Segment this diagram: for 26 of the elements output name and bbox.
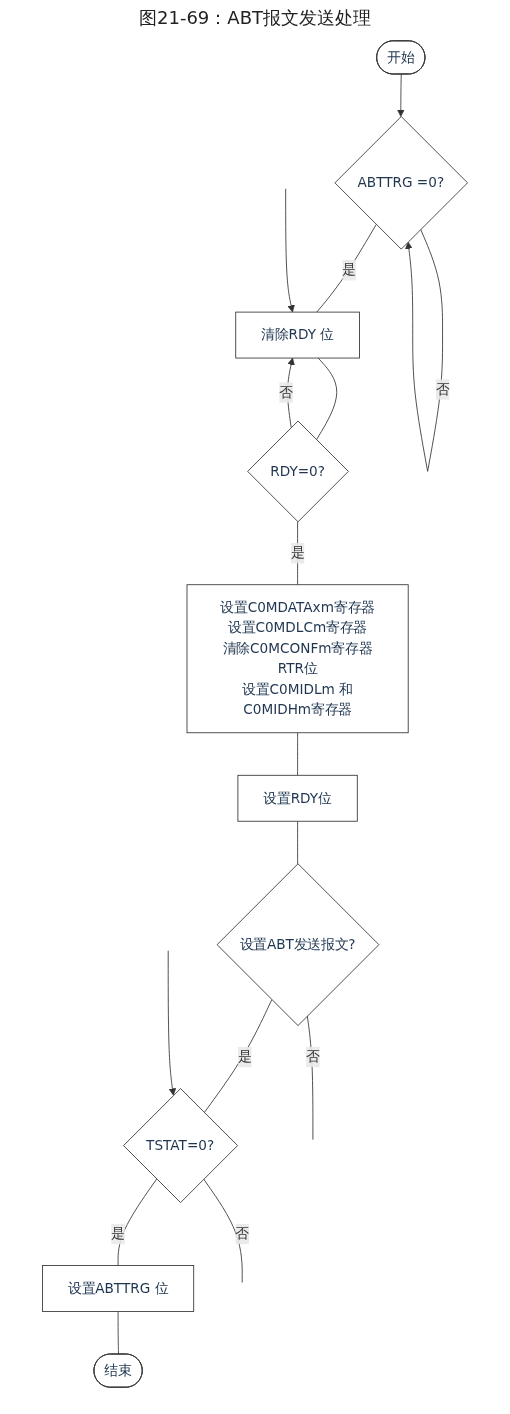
node-box: 设置C0MDATAxm寄存器 设置C0MDLCm寄存器 清除C0MCONFm寄存器RTR位 设置C0MIDLm 和C0MIDHm寄存器 bbox=[186, 584, 409, 734]
node-diamond: TSTAT=0? bbox=[123, 1088, 238, 1203]
node-diamond: RDY=0? bbox=[247, 420, 349, 523]
node-diamond: 设置ABT发送报文? bbox=[216, 863, 380, 1026]
edge-label: 否 bbox=[235, 1225, 250, 1242]
connector bbox=[297, 820, 299, 865]
node-box: 清除RDY 位 bbox=[235, 311, 360, 359]
edge-label: 是 bbox=[111, 1225, 125, 1242]
connector bbox=[316, 357, 338, 441]
connector bbox=[203, 999, 273, 1114]
connector bbox=[117, 1178, 158, 1266]
edge-label: 是 bbox=[238, 1048, 252, 1065]
edge-label: 否 bbox=[306, 1048, 320, 1065]
node-diamond: ABTTRG =0? bbox=[334, 116, 468, 250]
diagram-title: 图21-69：ABT报文发送处理 bbox=[138, 6, 372, 30]
edge-label: 是 bbox=[290, 544, 305, 561]
connector bbox=[316, 224, 377, 313]
connector bbox=[117, 1311, 119, 1355]
connector bbox=[297, 732, 299, 776]
edge-label: 是 bbox=[342, 261, 357, 278]
connector bbox=[203, 1178, 243, 1283]
connector bbox=[306, 1015, 314, 1141]
edge-label: 否 bbox=[435, 381, 450, 398]
node-box: 设置RDY位 bbox=[237, 774, 358, 822]
edge-label: 否 bbox=[279, 384, 293, 401]
node-box: 设置ABTTRG 位 bbox=[42, 1265, 195, 1312]
